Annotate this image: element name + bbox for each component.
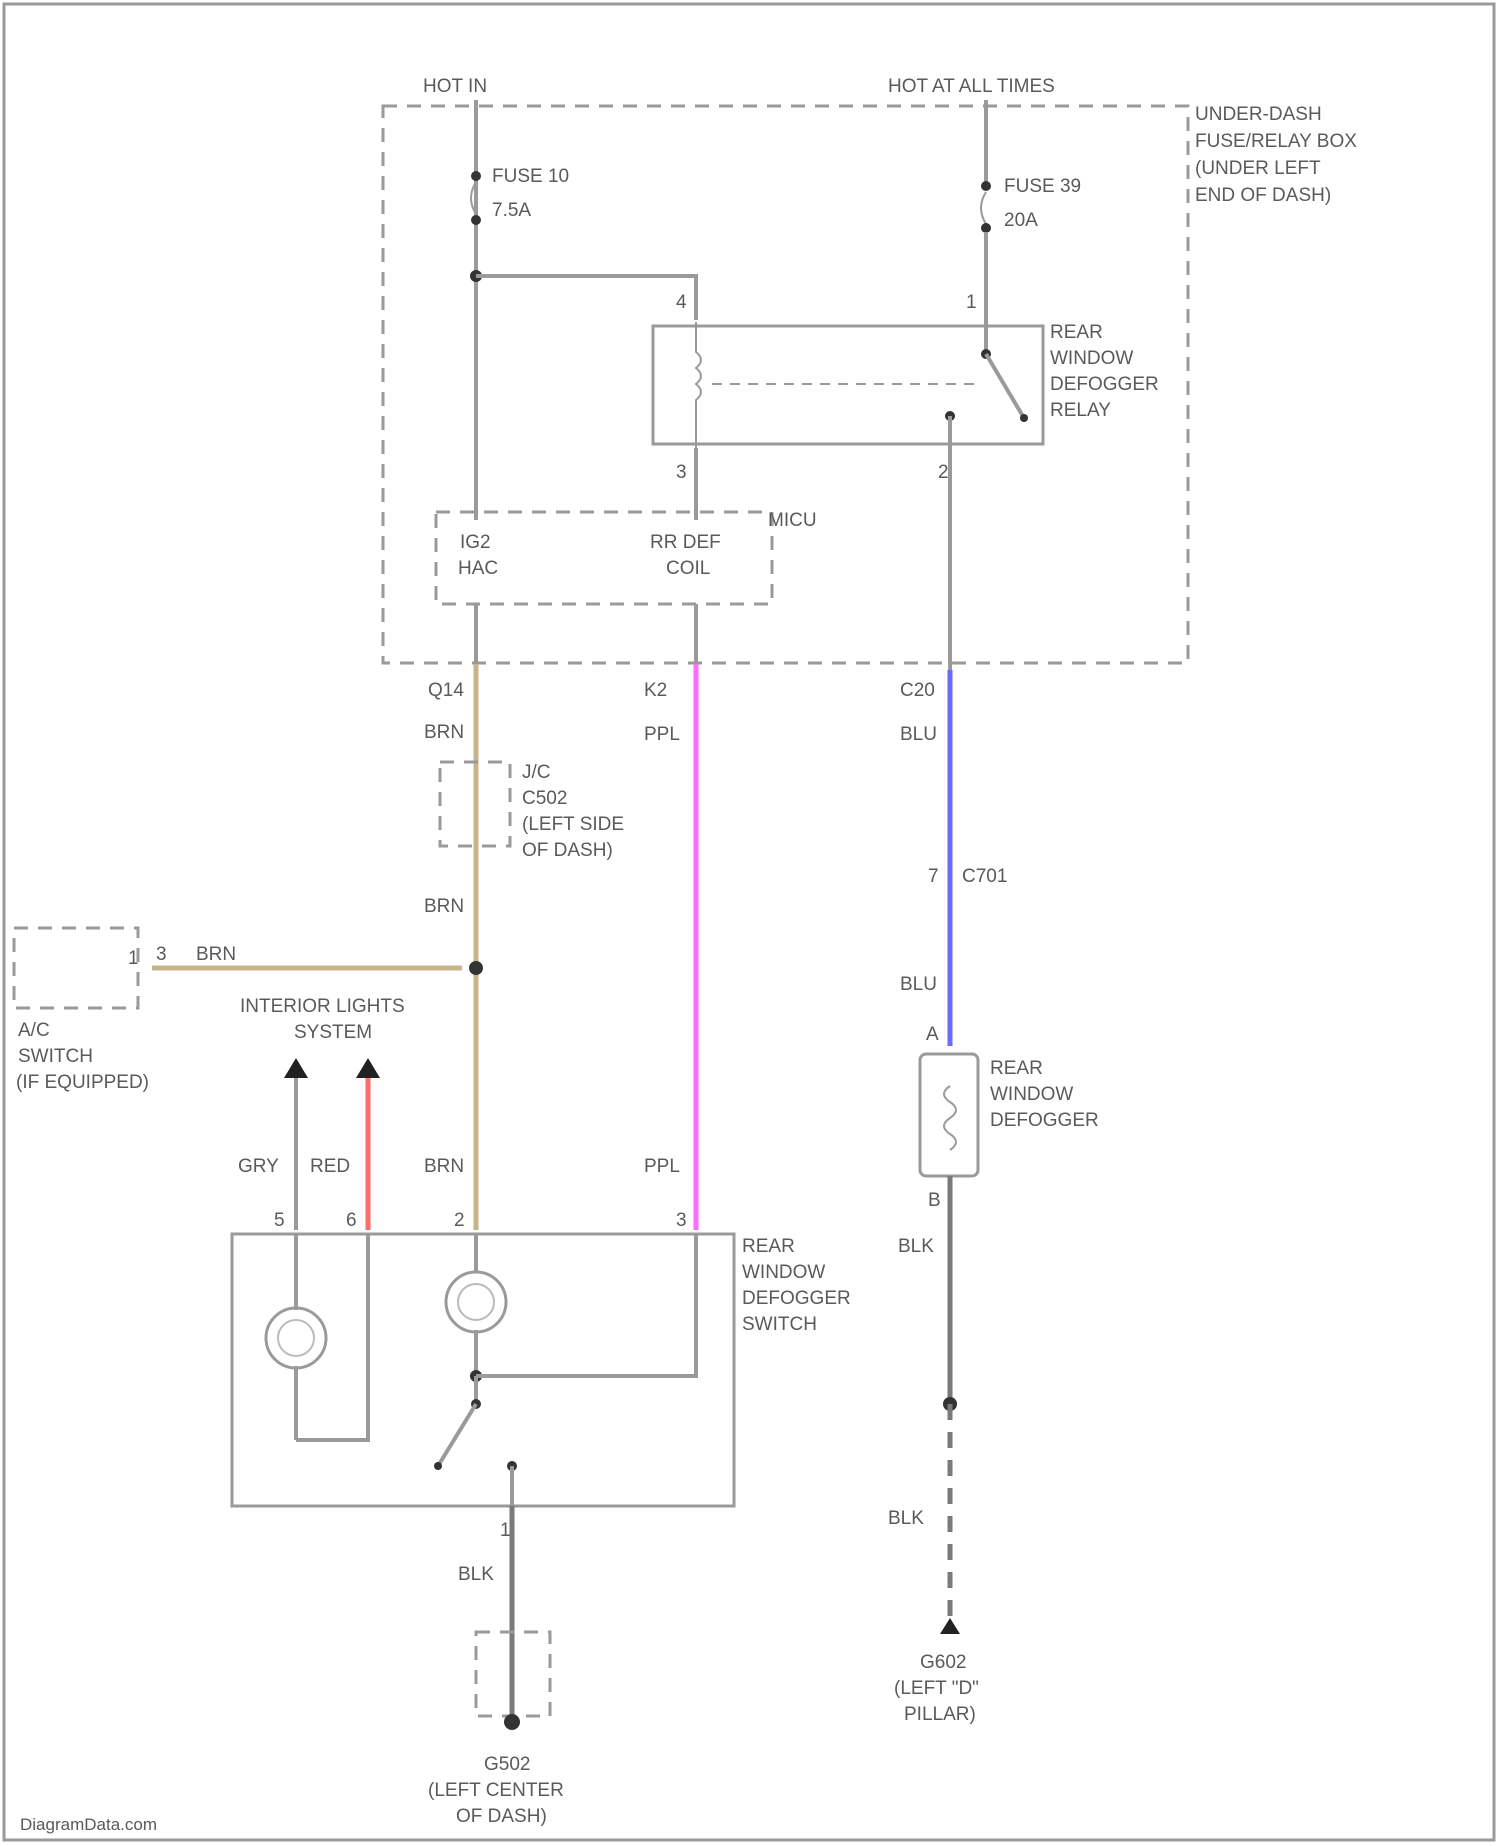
switch-lamp <box>446 1272 506 1332</box>
conn-k2: K2 <box>644 680 667 701</box>
svg-text:REAR: REAR <box>742 1236 795 1257</box>
rear-window-defogger <box>920 1054 978 1176</box>
svg-text:BLK: BLK <box>898 1236 934 1257</box>
svg-text:SWITCH: SWITCH <box>18 1046 93 1067</box>
relay-switch-arm <box>986 354 1024 418</box>
svg-text:(LEFT SIDE: (LEFT SIDE <box>522 814 624 835</box>
fuse-10: FUSE 10 7.5A <box>471 166 569 225</box>
arrow-red <box>356 1058 380 1078</box>
svg-text:HAC: HAC <box>458 558 498 579</box>
defogger-label: REAR WINDOW DEFOGGER <box>990 1058 1099 1131</box>
svg-text:DEFOGGER: DEFOGGER <box>1050 374 1159 395</box>
svg-text:BLU: BLU <box>900 974 937 995</box>
svg-text:J/C: J/C <box>522 762 551 783</box>
watermark: DiagramData.com <box>20 1815 157 1834</box>
svg-text:(UNDER LEFT: (UNDER LEFT <box>1195 158 1321 179</box>
svg-text:RR DEF: RR DEF <box>650 532 721 553</box>
svg-text:COIL: COIL <box>666 558 710 579</box>
svg-text:(LEFT CENTER: (LEFT CENTER <box>428 1780 564 1801</box>
hot-at-all-times-label: HOT AT ALL TIMES <box>888 76 1055 97</box>
svg-text:PPL: PPL <box>644 1156 680 1177</box>
svg-text:END OF DASH): END OF DASH) <box>1195 185 1331 206</box>
svg-text:5: 5 <box>274 1210 285 1231</box>
svg-text:BRN: BRN <box>424 722 464 743</box>
svg-text:OF DASH): OF DASH) <box>522 840 613 861</box>
relay-pin-4: 4 <box>676 292 687 313</box>
svg-text:DEFOGGER: DEFOGGER <box>742 1288 851 1309</box>
svg-text:UNDER-DASH: UNDER-DASH <box>1195 104 1322 125</box>
svg-text:SWITCH: SWITCH <box>742 1314 817 1335</box>
svg-text:IG2: IG2 <box>460 532 491 553</box>
g502-label: G502 (LEFT CENTER OF DASH) <box>428 1754 564 1827</box>
svg-text:7.5A: 7.5A <box>492 200 531 221</box>
relay-pin-3: 3 <box>676 462 687 483</box>
svg-text:REAR: REAR <box>1050 322 1103 343</box>
svg-text:BLK: BLK <box>888 1508 924 1529</box>
svg-text:C502: C502 <box>522 788 567 809</box>
svg-text:RELAY: RELAY <box>1050 400 1111 421</box>
indicator-lamp <box>266 1308 326 1368</box>
svg-text:3: 3 <box>156 944 167 965</box>
hot-in-label: HOT IN <box>423 76 487 97</box>
fuse-relay-box-label: UNDER-DASH FUSE/RELAY BOX (UNDER LEFT EN… <box>1195 104 1357 206</box>
svg-text:REAR: REAR <box>990 1058 1043 1079</box>
svg-text:PILLAR): PILLAR) <box>904 1704 976 1725</box>
ac-switch-label: A/C SWITCH (IF EQUIPPED) <box>16 1020 149 1093</box>
defogger-switch-label: REAR WINDOW DEFOGGER SWITCH <box>742 1236 851 1335</box>
svg-text:2: 2 <box>454 1210 465 1231</box>
svg-text:20A: 20A <box>1004 210 1038 231</box>
svg-text:3: 3 <box>676 1210 687 1231</box>
svg-text:G502: G502 <box>484 1754 530 1775</box>
svg-text:G602: G602 <box>920 1652 966 1673</box>
svg-text:BRN: BRN <box>424 1156 464 1177</box>
relay-pin-2: 2 <box>938 462 949 483</box>
svg-text:A/C: A/C <box>18 1020 50 1041</box>
relay-pin-1: 1 <box>966 292 977 313</box>
ground-g602 <box>940 1618 960 1634</box>
jc-label: J/C C502 (LEFT SIDE OF DASH) <box>522 762 624 861</box>
conn-c701-pin: 7 <box>928 866 939 887</box>
svg-text:A: A <box>926 1024 939 1045</box>
defogger-element <box>944 1086 956 1150</box>
svg-text:OF DASH): OF DASH) <box>456 1806 547 1827</box>
svg-text:PPL: PPL <box>644 724 680 745</box>
svg-text:WINDOW: WINDOW <box>990 1084 1073 1105</box>
svg-text:FUSE 39: FUSE 39 <box>1004 176 1081 197</box>
relay-coil <box>696 322 701 448</box>
fuse-39: FUSE 39 20A <box>981 176 1081 233</box>
outer-frame <box>4 4 1494 1840</box>
svg-text:RED: RED <box>310 1156 350 1177</box>
ac-switch <box>14 928 138 1008</box>
svg-text:DEFOGGER: DEFOGGER <box>990 1110 1099 1131</box>
svg-text:6: 6 <box>346 1210 357 1231</box>
interior-lights-label: INTERIOR LIGHTS SYSTEM <box>240 996 405 1043</box>
svg-text:SYSTEM: SYSTEM <box>294 1022 372 1043</box>
relay-label: REAR WINDOW DEFOGGER RELAY <box>1050 322 1159 421</box>
g602-label: G602 (LEFT "D" PILLAR) <box>894 1652 979 1725</box>
svg-text:WINDOW: WINDOW <box>1050 348 1133 369</box>
micu-label: MICU <box>768 510 817 531</box>
svg-text:BLK: BLK <box>458 1564 494 1585</box>
svg-text:FUSE/RELAY BOX: FUSE/RELAY BOX <box>1195 131 1357 152</box>
defogger-switch-arm <box>438 1404 476 1466</box>
conn-c20: C20 <box>900 680 935 701</box>
svg-text:INTERIOR LIGHTS: INTERIOR LIGHTS <box>240 996 405 1017</box>
svg-text:BRN: BRN <box>424 896 464 917</box>
svg-text:FUSE 10: FUSE 10 <box>492 166 569 187</box>
svg-text:B: B <box>928 1190 941 1211</box>
svg-text:1: 1 <box>128 948 139 969</box>
svg-text:BLU: BLU <box>900 724 937 745</box>
svg-text:GRY: GRY <box>238 1156 279 1177</box>
conn-c701: C701 <box>962 866 1007 887</box>
svg-text:1: 1 <box>500 1520 511 1541</box>
ground-g502 <box>504 1714 520 1730</box>
svg-text:(IF EQUIPPED): (IF EQUIPPED) <box>16 1072 149 1093</box>
conn-q14: Q14 <box>428 680 464 701</box>
svg-text:BRN: BRN <box>196 944 236 965</box>
svg-text:(LEFT "D": (LEFT "D" <box>894 1678 979 1699</box>
svg-text:WINDOW: WINDOW <box>742 1262 825 1283</box>
defogger-switch <box>232 1234 734 1506</box>
arrow-gry <box>284 1058 308 1078</box>
